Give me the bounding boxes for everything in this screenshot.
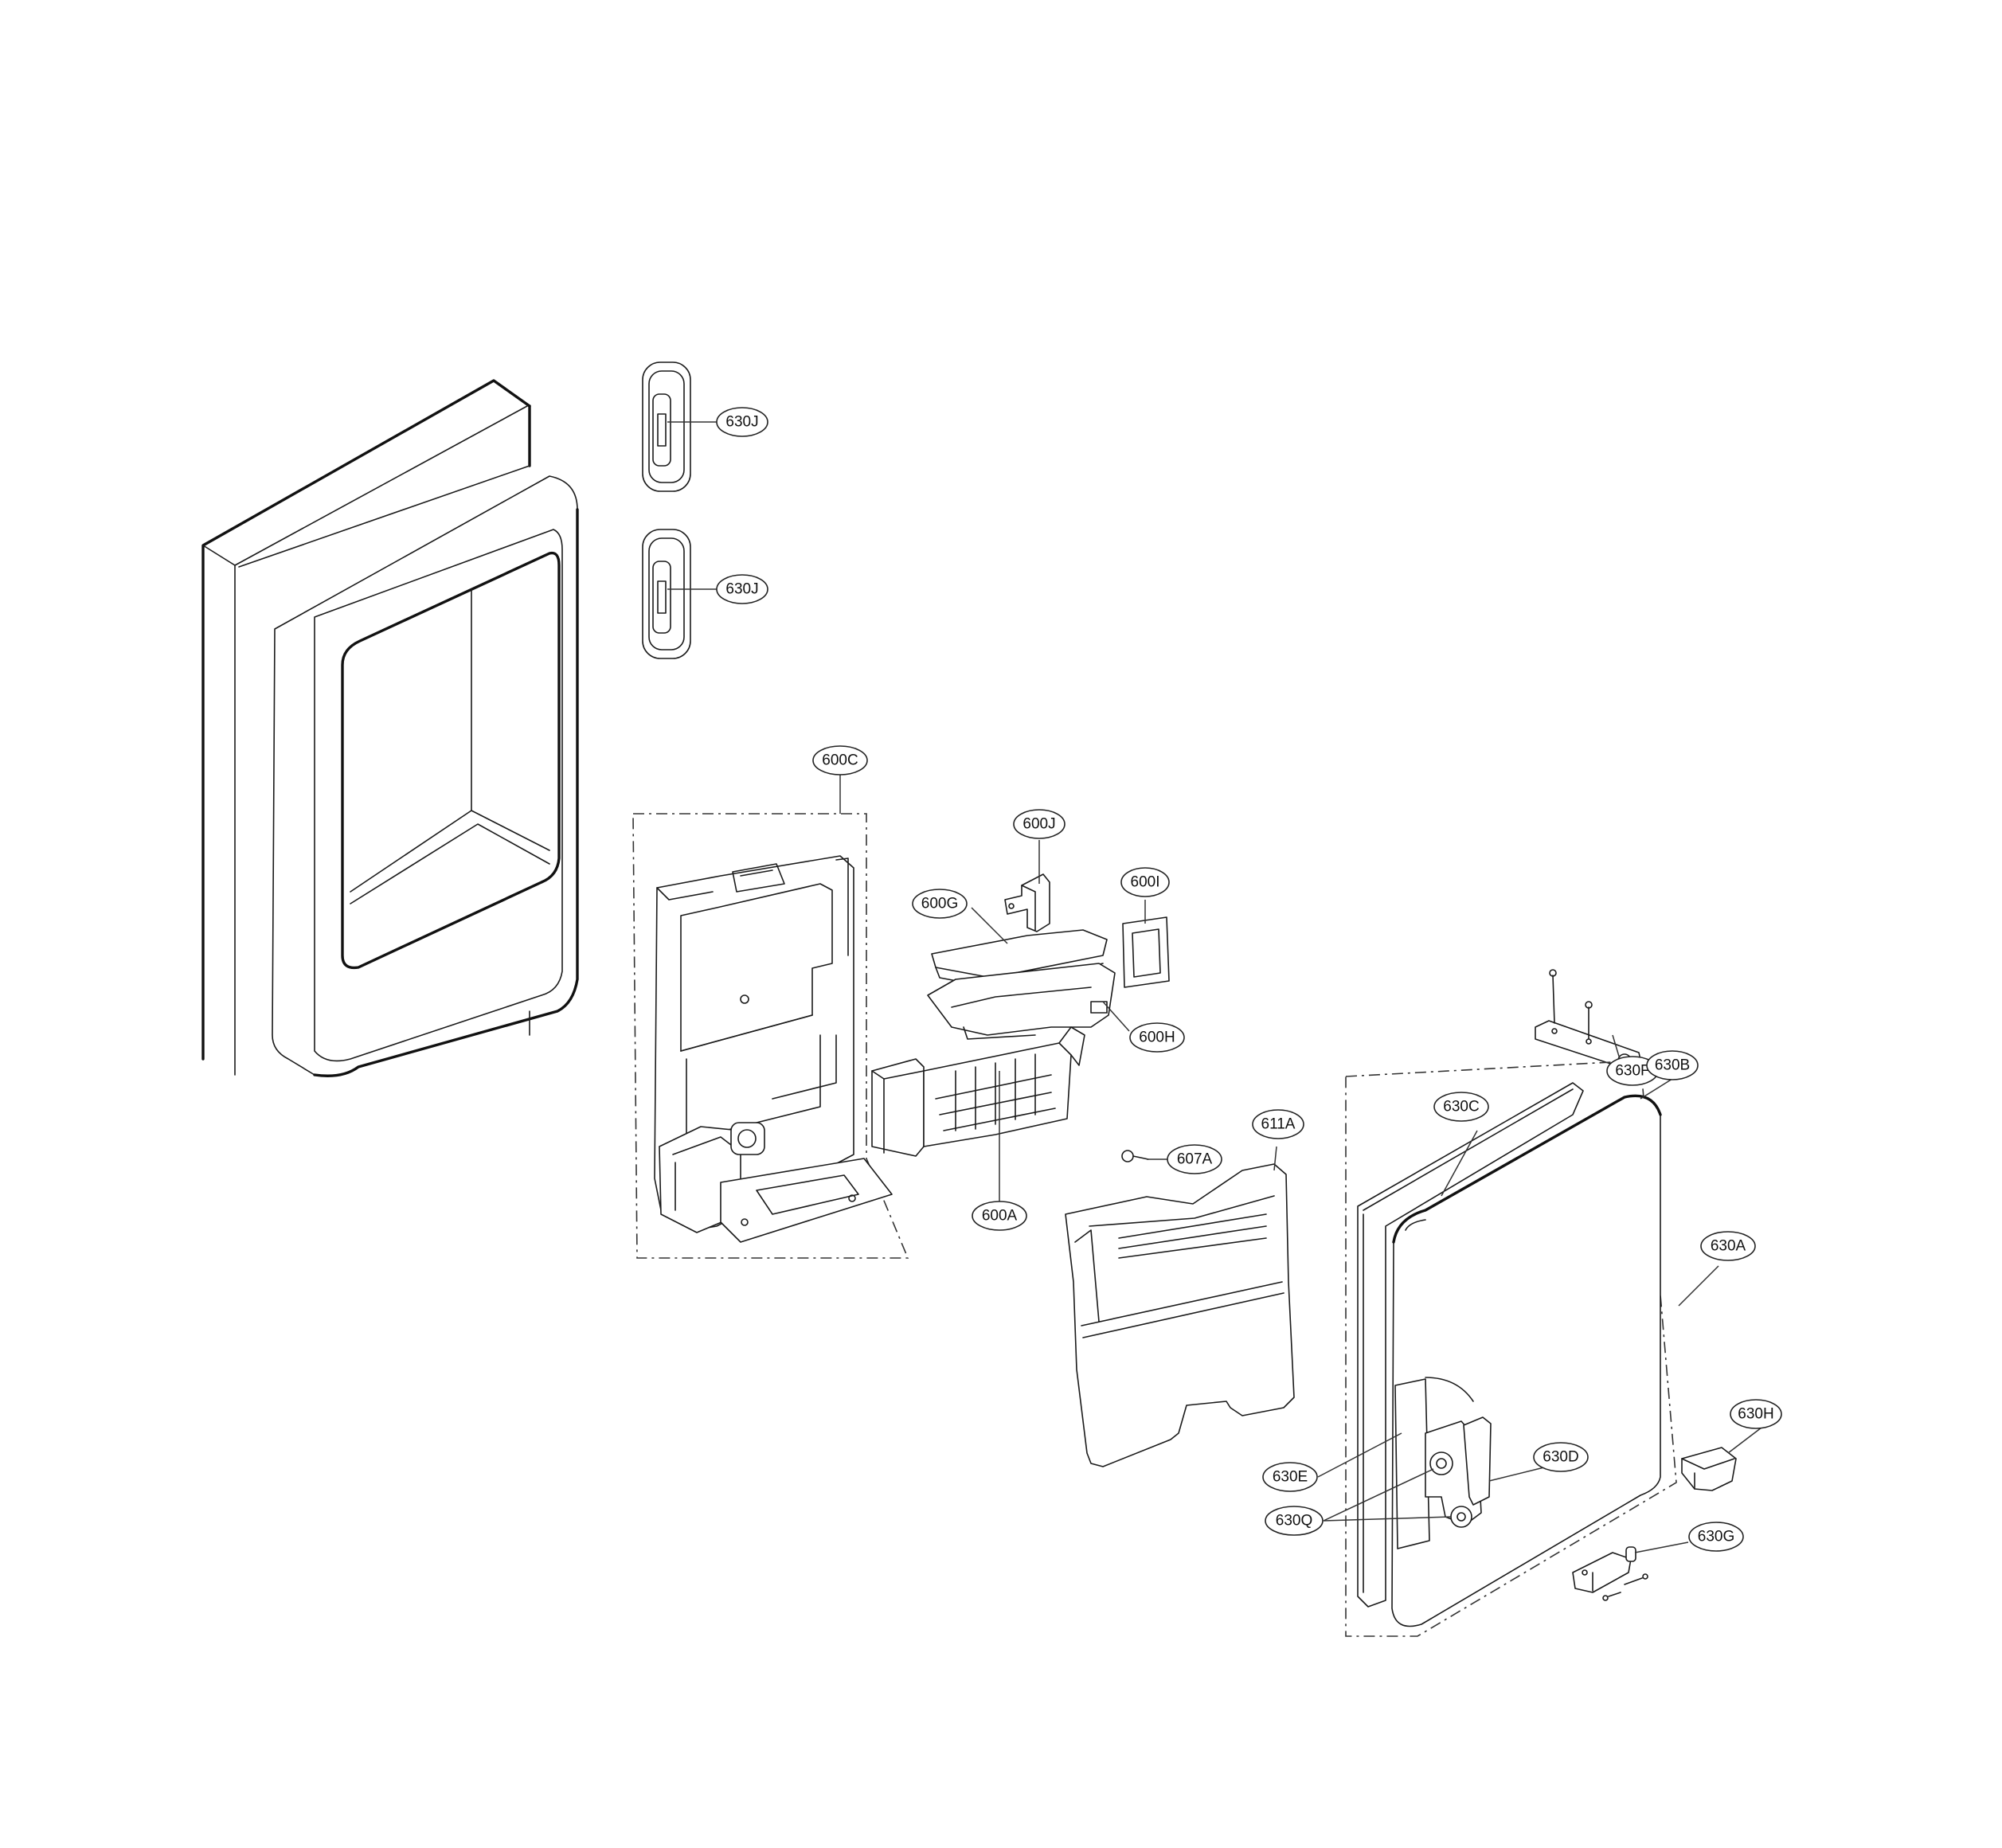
callout-600g: 600G <box>912 889 968 919</box>
svg-text:600A: 600A <box>982 1208 1018 1225</box>
gasket-630j-upper <box>642 361 691 492</box>
callout-630d: 630D <box>1533 1442 1589 1472</box>
svg-text:607A: 607A <box>1177 1151 1213 1168</box>
svg-text:600C: 600C <box>822 752 858 769</box>
bracket-600j <box>1004 873 1050 932</box>
svg-text:611A: 611A <box>1261 1116 1296 1133</box>
svg-text:600G: 600G <box>921 896 958 912</box>
callouts: 630J 630J 600C 600J 600G 600I 600H 600A <box>716 407 1782 1552</box>
svg-text:630J: 630J <box>725 414 758 431</box>
ice-bin-611a <box>1065 1163 1295 1467</box>
callout-630g: 630G <box>1688 1522 1744 1552</box>
svg-text:630B: 630B <box>1655 1057 1690 1074</box>
screw-607a <box>1121 1150 1149 1162</box>
stopper-630h <box>1681 1447 1737 1491</box>
callout-630f: 630F <box>1606 1056 1659 1086</box>
door-assembly-630a <box>1345 1060 1677 1637</box>
svg-text:630C: 630C <box>1443 1099 1479 1115</box>
svg-text:630F: 630F <box>1615 1063 1649 1080</box>
svg-text:630D: 630D <box>1543 1449 1578 1466</box>
callout-630q: 630Q <box>1265 1506 1324 1536</box>
callout-630a: 630A <box>1700 1231 1756 1261</box>
callout-630j-lower: 630J <box>716 574 768 604</box>
svg-text:630G: 630G <box>1698 1529 1734 1545</box>
gasket-630j-lower <box>642 529 691 659</box>
callout-600j: 600J <box>1013 809 1066 839</box>
callout-600a: 600A <box>972 1201 1027 1231</box>
svg-text:630E: 630E <box>1273 1469 1308 1486</box>
svg-text:600J: 600J <box>1023 816 1055 833</box>
callout-611a: 611A <box>1252 1109 1304 1139</box>
callout-630h: 630H <box>1730 1399 1782 1429</box>
callout-600h: 600H <box>1129 1022 1185 1053</box>
callout-630b: 630B <box>1646 1050 1699 1080</box>
callout-630j-upper: 630J <box>716 407 768 437</box>
svg-text:630H: 630H <box>1738 1406 1773 1423</box>
leader-lines <box>667 421 1762 1553</box>
ice-maker-600a <box>871 1026 1085 1157</box>
callout-600c: 600C <box>812 745 868 776</box>
svg-text:600I: 600I <box>1131 874 1160 891</box>
callout-630c: 630C <box>1433 1092 1489 1122</box>
callout-630e: 630E <box>1262 1462 1318 1492</box>
door-body <box>201 379 579 1077</box>
svg-text:630J: 630J <box>725 581 758 598</box>
ice-bin-case-600c <box>632 813 909 1259</box>
lower-hinge-630g <box>1572 1546 1648 1601</box>
svg-text:630Q: 630Q <box>1276 1513 1312 1530</box>
callout-607a: 607A <box>1167 1144 1222 1174</box>
svg-text:630A: 630A <box>1711 1238 1746 1255</box>
hinge-630f <box>1535 969 1643 1072</box>
filter-600i <box>1122 916 1170 988</box>
svg-text:600H: 600H <box>1139 1029 1175 1046</box>
callout-600i: 600I <box>1120 867 1170 897</box>
duct-600h <box>927 963 1116 1040</box>
